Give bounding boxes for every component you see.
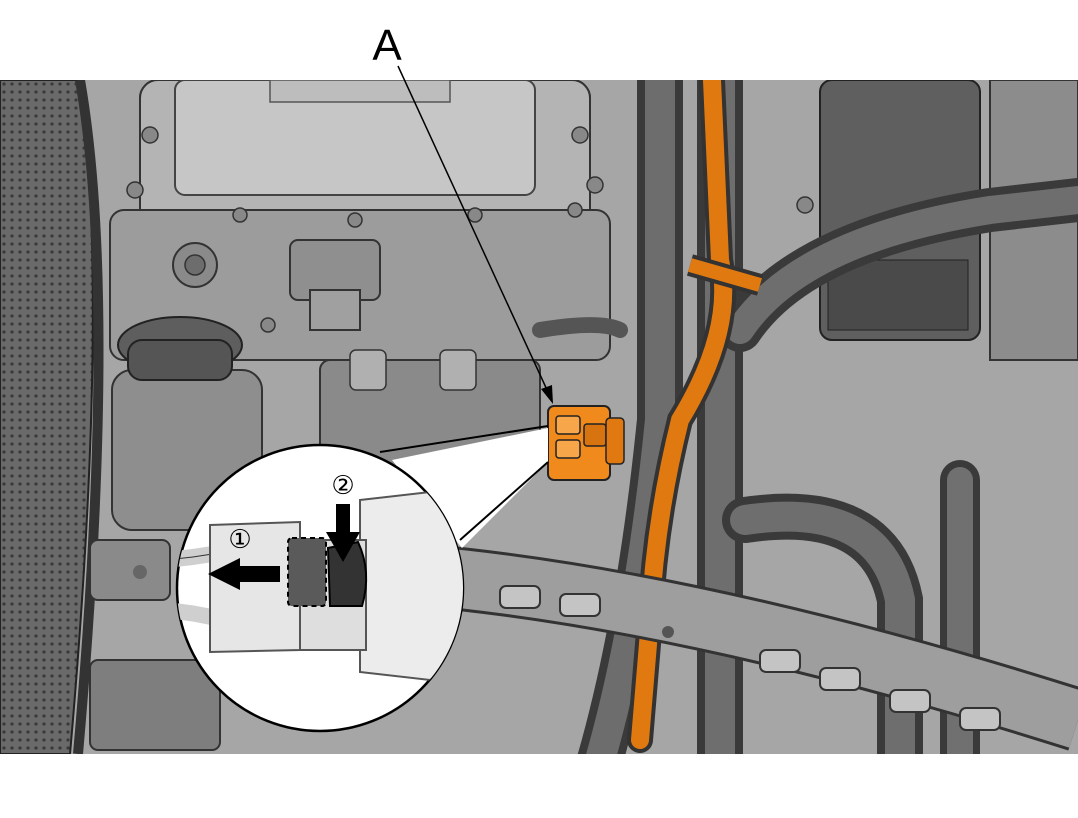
callout-label-a: A — [372, 21, 402, 70]
engine-bay — [0, 80, 1078, 754]
step-2-label: ② — [331, 471, 354, 501]
callout-leader-line — [397, 65, 549, 393]
detail-inset — [175, 443, 465, 733]
arrow-step-2 — [326, 504, 360, 562]
connector-a — [547, 405, 625, 481]
callout-arrowhead — [541, 385, 553, 404]
magnifier-line-top — [379, 425, 549, 453]
step-1-label: ① — [228, 525, 251, 555]
magnifier-wedge — [392, 428, 548, 548]
arrow-step-1 — [208, 558, 280, 590]
magnifier-line-bottom — [459, 461, 549, 541]
